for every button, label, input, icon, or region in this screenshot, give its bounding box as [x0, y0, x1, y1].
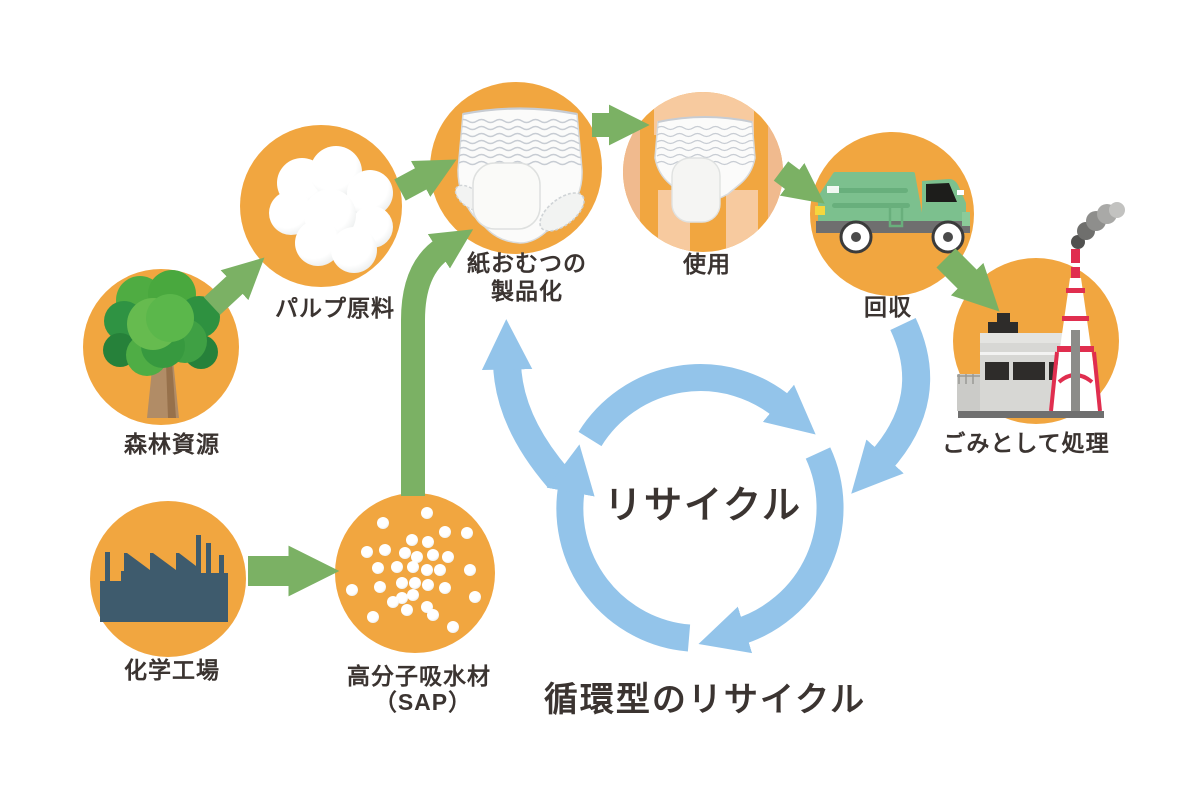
disposal-label: ごみとして処理: [942, 430, 1109, 456]
collection-label: 回収: [864, 294, 912, 320]
arrow-pulp-to-production: [394, 159, 457, 201]
use-label: 使用: [682, 251, 731, 277]
garbage-truck-icon: [815, 172, 970, 254]
recycle-center-label: リサイクル: [604, 485, 802, 527]
chemical-factory-icon: [100, 535, 228, 622]
pulp-icon: [269, 146, 393, 273]
diaper-label-line2: 製品化: [490, 278, 563, 304]
labels: 森林資源 パルプ原料 紙おむつの 製品化 使用 回収 ごみとして処理 化学工場 …: [124, 250, 1109, 719]
recycle-cycle-arc-left: [546, 444, 691, 652]
forest-label: 森林資源: [124, 431, 220, 457]
green-flow-arrows: [203, 104, 1000, 597]
arrow-collection-to-recycle: [851, 318, 931, 494]
sap-label-line2: （SAP）: [374, 689, 472, 715]
arrow-recycle-to-production: [481, 319, 569, 488]
arrow-use-to-collection: [773, 161, 825, 204]
arrow-sap-to-production: [401, 229, 474, 496]
sap-beads-icon: [346, 507, 481, 633]
pulp-label: パルプ原料: [275, 295, 395, 321]
diaper-label-line1: 紙おむつの: [467, 250, 587, 276]
recycle-cycle-arc-right: [698, 447, 844, 654]
diagram-caption: 循環型のリサイクル: [544, 681, 866, 719]
incinerator-icon: [957, 202, 1125, 418]
sap-label-line1: 高分子吸水材: [347, 663, 491, 689]
blue-recycle-arrows: [481, 318, 931, 654]
arrow-collection-to-disposal: [936, 248, 1000, 312]
tree-icon: [103, 270, 220, 418]
arrow-forest-to-pulp: [203, 257, 265, 315]
diaper-icon: [454, 107, 585, 244]
recycle-cycle-arc-top: [578, 364, 816, 447]
chemical-label: 化学工場: [124, 657, 220, 683]
